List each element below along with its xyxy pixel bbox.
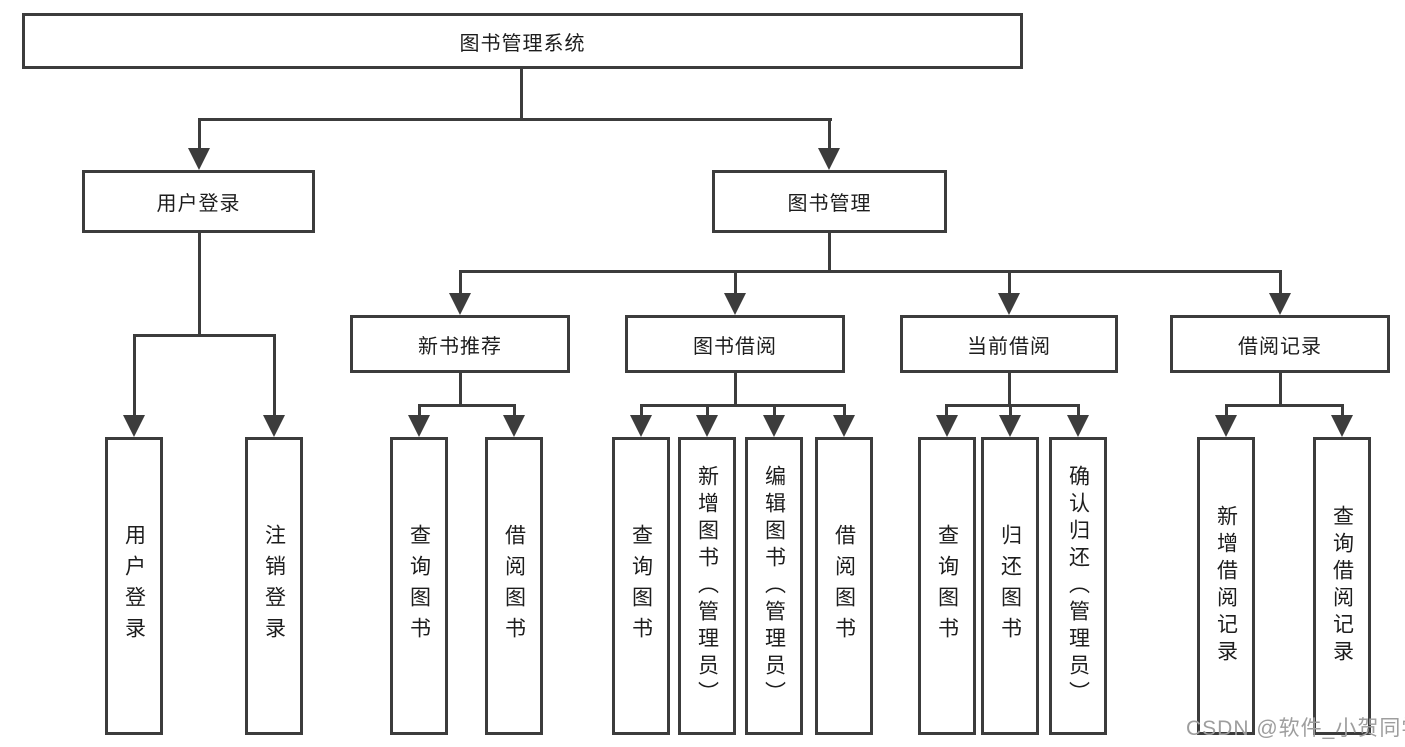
arrow-down-icon [630,415,652,437]
connector-drop-book-management [828,118,831,152]
connector-current-borrow-bus [945,404,1080,407]
connector-drop-leaf [706,404,709,418]
connector-new-book-stub [459,373,462,405]
node-new-book-recommend: 新书推荐 [350,315,570,373]
connector-level2-bus [198,118,832,121]
node-borrow-record: 借阅记录 [1170,315,1390,373]
connector-drop-leaf [1341,404,1344,418]
connector-borrow-record-stub [1279,373,1282,405]
arrow-down-icon [763,415,785,437]
connector-drop-leaf [773,404,776,418]
leaf-add-borrow-record: 新增借阅记录 [1197,437,1255,735]
connector-drop-leaf [843,404,846,418]
connector-drop-leaf [945,404,948,418]
node-book-management: 图书管理 [712,170,947,233]
leaf-borrow-books-2: 借阅图书 [815,437,873,735]
connector-drop-level3 [1008,270,1011,296]
connector-drop-leaf [640,404,643,418]
connector-borrow-record-bus [1225,404,1344,407]
leaf-user-login: 用户登录 [105,437,163,735]
connector-book-borrow-stub [734,373,737,405]
connector-drop-leaf [1077,404,1080,418]
arrow-down-icon [449,293,471,315]
connector-drop-leaf [513,404,516,418]
leaf-logout: 注销登录 [245,437,303,735]
arrow-down-icon [999,415,1021,437]
arrow-down-icon [123,415,145,437]
connector-user-login-stub [198,233,201,335]
leaf-query-books-2: 查询图书 [612,437,670,735]
connector-current-borrow-stub [1008,373,1011,405]
leaf-query-borrow-record: 查询借阅记录 [1313,437,1371,735]
arrow-down-icon [833,415,855,437]
arrow-down-icon [263,415,285,437]
connector-root-stub [520,69,523,119]
connector-new-book-bus [418,404,516,407]
arrow-down-icon [998,293,1020,315]
arrow-down-icon [1331,415,1353,437]
connector-drop-leaf [133,334,136,418]
csdn-watermark: CSDN @软件_小贺同学 [1186,717,1405,740]
connector-drop-leaf [1009,404,1012,418]
node-book-borrow: 图书借阅 [625,315,845,373]
connector-book-borrow-bus [640,404,846,407]
arrow-down-icon [696,415,718,437]
connector-drop-user-login [198,118,201,152]
connector-drop-leaf [1225,404,1228,418]
arrow-down-icon [936,415,958,437]
connector-drop-leaf [273,334,276,418]
arrow-down-icon [188,148,210,170]
node-root: 图书管理系统 [22,13,1023,69]
connector-drop-leaf [418,404,421,418]
arrow-down-icon [1067,415,1089,437]
connector-drop-level3 [459,270,462,296]
connector-drop-level3 [734,270,737,296]
leaf-query-books-1: 查询图书 [390,437,448,735]
leaf-borrow-books-1: 借阅图书 [485,437,543,735]
leaf-query-books-3: 查询图书 [918,437,976,735]
leaf-return-books: 归还图书 [981,437,1039,735]
leaf-edit-books-admin: 编辑图书（管理员） [745,437,803,735]
arrow-down-icon [503,415,525,437]
arrow-down-icon [724,293,746,315]
arrow-down-icon [1215,415,1237,437]
connector-drop-level3 [1279,270,1282,296]
arrow-down-icon [408,415,430,437]
arrow-down-icon [818,148,840,170]
arrow-down-icon [1269,293,1291,315]
connector-user-login-bus [133,334,276,337]
leaf-confirm-return-admin: 确认归还（管理员） [1049,437,1107,735]
leaf-add-books-admin: 新增图书（管理员） [678,437,736,735]
node-current-borrow: 当前借阅 [900,315,1118,373]
node-user-login: 用户登录 [82,170,315,233]
connector-level3-bus [459,270,1282,273]
connector-book-management-stub [828,233,831,271]
